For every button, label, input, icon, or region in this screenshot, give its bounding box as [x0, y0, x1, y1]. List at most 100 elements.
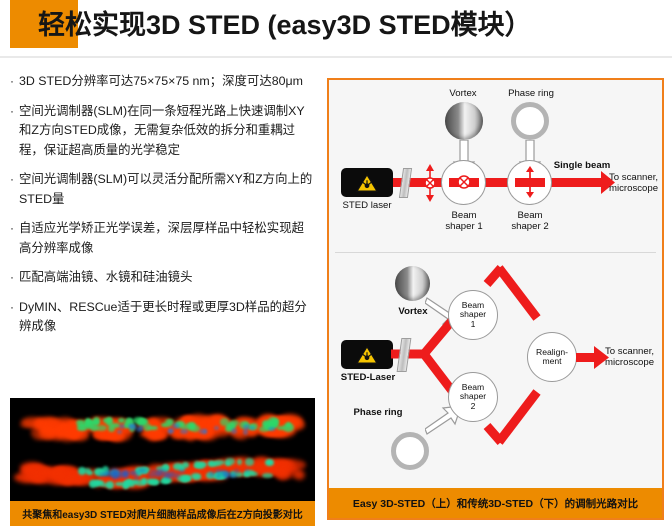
micrograph-blob: [95, 424, 107, 432]
micrograph-blob: [188, 429, 211, 438]
bs2b-line1: Beam: [461, 381, 485, 392]
micrograph-blob: [155, 470, 163, 476]
micrograph-blob: [20, 422, 47, 429]
output-label-bottom: To scanner, microscope: [605, 346, 663, 368]
micrograph-blob: [230, 474, 238, 478]
micrograph-blob: [130, 470, 135, 476]
sted-laser-box-top: [341, 168, 393, 197]
output-arrow-top-icon: [585, 171, 615, 194]
micrograph-blob: [128, 424, 138, 430]
micrograph-blob: [230, 428, 237, 434]
microscopy-image: [10, 398, 315, 501]
micrograph-blob: [113, 469, 123, 477]
micrograph-blob: [150, 469, 157, 474]
bullet-marker: ·: [10, 103, 14, 118]
micrograph-blob: [14, 471, 44, 484]
micrograph-blob: [112, 474, 118, 479]
micrograph-blob: [29, 474, 47, 481]
micrograph-blob: [107, 471, 112, 477]
micrograph-blob: [216, 472, 222, 479]
realignment-node: Realign- ment: [527, 332, 577, 382]
title-divider: [0, 56, 672, 58]
phase-ring-label-top: Phase ring: [508, 88, 554, 99]
output-label-top: To scanner, microscope: [609, 172, 665, 194]
micrograph-blob: [174, 420, 186, 429]
list-item: · 空间光调制器(SLM)可以灵活分配所需XY和Z方向上的STED量: [10, 170, 315, 209]
micrograph-blob: [208, 470, 215, 478]
micrograph-blob: [268, 421, 275, 431]
micrograph-blob: [147, 428, 167, 440]
micrograph-blob: [137, 418, 147, 426]
micrograph-blob: [155, 465, 167, 471]
micrograph-blob: [78, 467, 86, 476]
micrograph-blob: [281, 459, 296, 468]
micrograph-blob: [244, 468, 250, 473]
micrograph-blob: [173, 472, 181, 478]
micrograph-blob: [277, 425, 287, 431]
micrograph-blob: [267, 426, 277, 431]
micrograph-blob: [283, 423, 295, 433]
phase-ring-icon-bottom: [391, 432, 429, 470]
micrograph-blob: [118, 418, 126, 424]
single-beam-label: Single beam: [553, 160, 611, 171]
micrograph-blob: [107, 424, 115, 433]
feature-bullet-list: · 3D STED分辨率可达75×75×75 nm；深度可达80μm · 空间光…: [10, 72, 315, 347]
micrograph-blob: [49, 469, 65, 478]
micrograph-blob: [191, 424, 201, 432]
laser-warning-icon: [356, 173, 378, 192]
vortex-label-top: Vortex: [449, 88, 477, 99]
micrograph-blob: [105, 469, 111, 476]
bullet-text: 自适应光学矫正光学误差，深层厚样品中轻松实现超高分辨率成像: [19, 221, 304, 255]
micrograph-blob: [199, 428, 208, 434]
micrograph-blob: [94, 467, 106, 476]
micrograph-blob: [252, 469, 266, 477]
list-item: · 空间光调制器(SLM)在同一条短程光路上快速调制XY和Z方向STED成像，无…: [10, 102, 315, 161]
micrograph-blob: [219, 417, 230, 427]
micrograph-blob: [223, 472, 230, 480]
out-top-line1: To scanner,: [609, 172, 659, 183]
micrograph-blob: [229, 419, 240, 427]
micrograph-blob: [197, 462, 208, 468]
micrograph-blob: [140, 477, 147, 485]
micrograph-blob: [99, 482, 110, 487]
micrograph-blob: [243, 424, 251, 431]
micrograph-blob: [165, 473, 172, 478]
micrograph-blob: [203, 429, 208, 435]
micrograph-blob: [210, 417, 224, 429]
micrograph-blob: [109, 430, 126, 441]
micrograph-blob: [115, 472, 124, 478]
micrograph-blob: [249, 425, 255, 430]
micrograph-blob: [58, 474, 86, 482]
micrograph-blob: [147, 472, 157, 478]
micrograph-blob: [184, 475, 192, 481]
micrograph-blob: [205, 472, 214, 480]
micrograph-blob: [219, 469, 227, 474]
micrograph-blob: [120, 470, 128, 478]
micrograph-blob: [229, 470, 237, 477]
sted-laser-box-bottom: [341, 340, 393, 369]
bs1b-line3: 1: [470, 318, 476, 329]
micrograph-blob: [273, 464, 295, 472]
title-accent-block: [10, 0, 78, 48]
micrograph-blob: [243, 469, 255, 477]
micrograph-blob: [117, 429, 123, 435]
micrograph-blob: [212, 461, 222, 466]
micrograph-blob: [109, 468, 118, 475]
micrograph-blob: [122, 472, 129, 478]
left-content-column: · 3D STED分辨率可达75×75×75 nm；深度可达80μm · 空间光…: [0, 66, 322, 530]
micrograph-blob: [148, 478, 159, 486]
micrograph-blob: [69, 429, 90, 441]
micrograph-blob: [112, 473, 118, 480]
micrograph-blob: [245, 458, 255, 466]
bullet-text: 空间光调制器(SLM)可以灵活分配所需XY和Z方向上的STED量: [19, 172, 313, 206]
bullet-text: DyMIN、RESCue适于更长时程或更厚3D样品的超分辨成像: [19, 299, 307, 334]
micrograph-blob: [127, 481, 135, 488]
micrograph-blob: [220, 471, 230, 477]
micrograph-blob: [164, 419, 172, 427]
micrograph-blob: [90, 423, 98, 431]
micrograph-blob: [276, 469, 290, 480]
micrograph-blob: [162, 472, 173, 478]
microscopy-figure: 共聚焦和easy3D STED对爬片细胞样品成像后在Z方向投影对比: [10, 398, 315, 526]
micrograph-blob: [294, 470, 305, 481]
micrograph-blob: [181, 463, 212, 474]
